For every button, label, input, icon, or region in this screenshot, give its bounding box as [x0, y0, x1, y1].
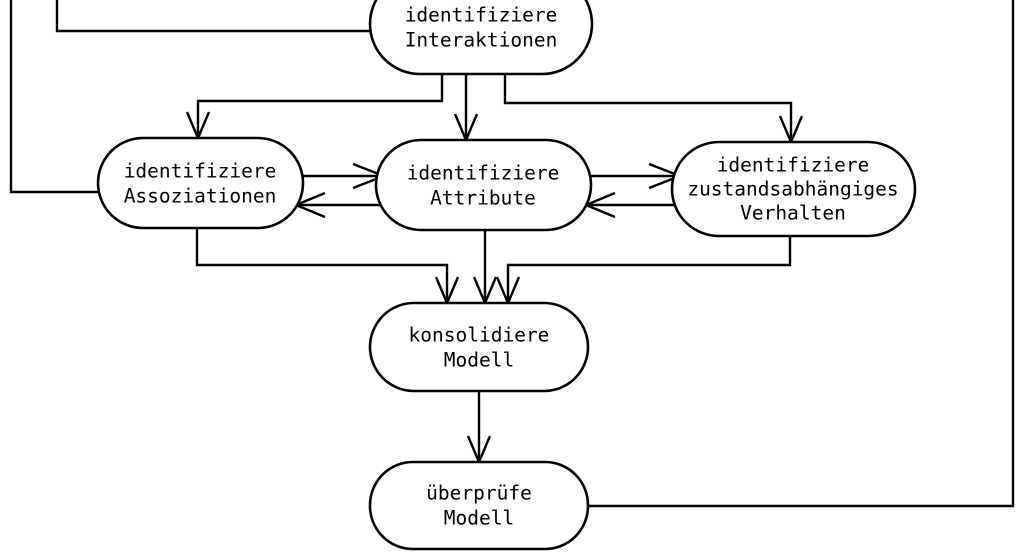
node-konsolidiere-shape	[368, 301, 590, 393]
node-verhalten-line-2: zustandsabhängiges	[687, 178, 898, 201]
node-verhalten-shape	[670, 140, 917, 238]
node-interaktionen[interactable]: identifiziere Interaktionen	[368, 0, 594, 76]
node-attribute[interactable]: identifiziere Attribute	[374, 138, 593, 232]
node-assoziationen[interactable]: identifiziere Assoziationen	[96, 136, 305, 230]
node-assoziationen-line-1: identifiziere	[124, 160, 277, 183]
node-assoziationen-shape	[96, 136, 305, 230]
node-ueberpruefe-line-2: Modell	[444, 507, 514, 530]
edge-feedback-to-interaktionen-left	[55, 0, 380, 33]
node-interaktionen-shape	[368, 0, 594, 76]
node-interaktionen-line-2: Interaktionen	[405, 29, 558, 52]
node-verhalten-line-3: Verhalten	[740, 202, 846, 225]
node-konsolidiere-line-1: konsolidiere	[409, 324, 550, 347]
node-attribute-shape	[374, 138, 593, 232]
node-interaktionen-line-1: identifiziere	[405, 4, 558, 27]
edge-feedback-to-assoziationen-left	[9, 0, 108, 194]
node-ueberpruefe[interactable]: überprüfe Modell	[368, 460, 590, 551]
node-konsolidiere-line-2: Modell	[444, 349, 514, 372]
edge-layer	[9, 0, 1015, 508]
node-konsolidiere[interactable]: konsolidiere Modell	[368, 301, 590, 393]
node-layer: identifiziere Interaktionen identifizier…	[96, 0, 917, 551]
node-ueberpruefe-line-1: überprüfe	[426, 482, 532, 505]
node-verhalten-line-1: identifiziere	[717, 154, 870, 177]
node-attribute-line-1: identifiziere	[407, 162, 560, 185]
node-ueberpruefe-shape	[368, 460, 590, 551]
node-assoziationen-line-2: Assoziationen	[124, 185, 277, 208]
node-verhalten[interactable]: identifiziere zustandsabhängiges Verhalt…	[670, 140, 917, 238]
node-attribute-line-2: Attribute	[430, 187, 536, 210]
edge-verhalten-to-konsolidiere	[506, 234, 792, 303]
edge-ueberpruefe-feedback-right	[580, 0, 1015, 508]
edge-assoziationen-to-konsolidiere	[195, 226, 449, 303]
edge-interaktionen-to-assoziationen	[196, 70, 444, 138]
edge-interaktionen-to-verhalten	[503, 70, 793, 142]
